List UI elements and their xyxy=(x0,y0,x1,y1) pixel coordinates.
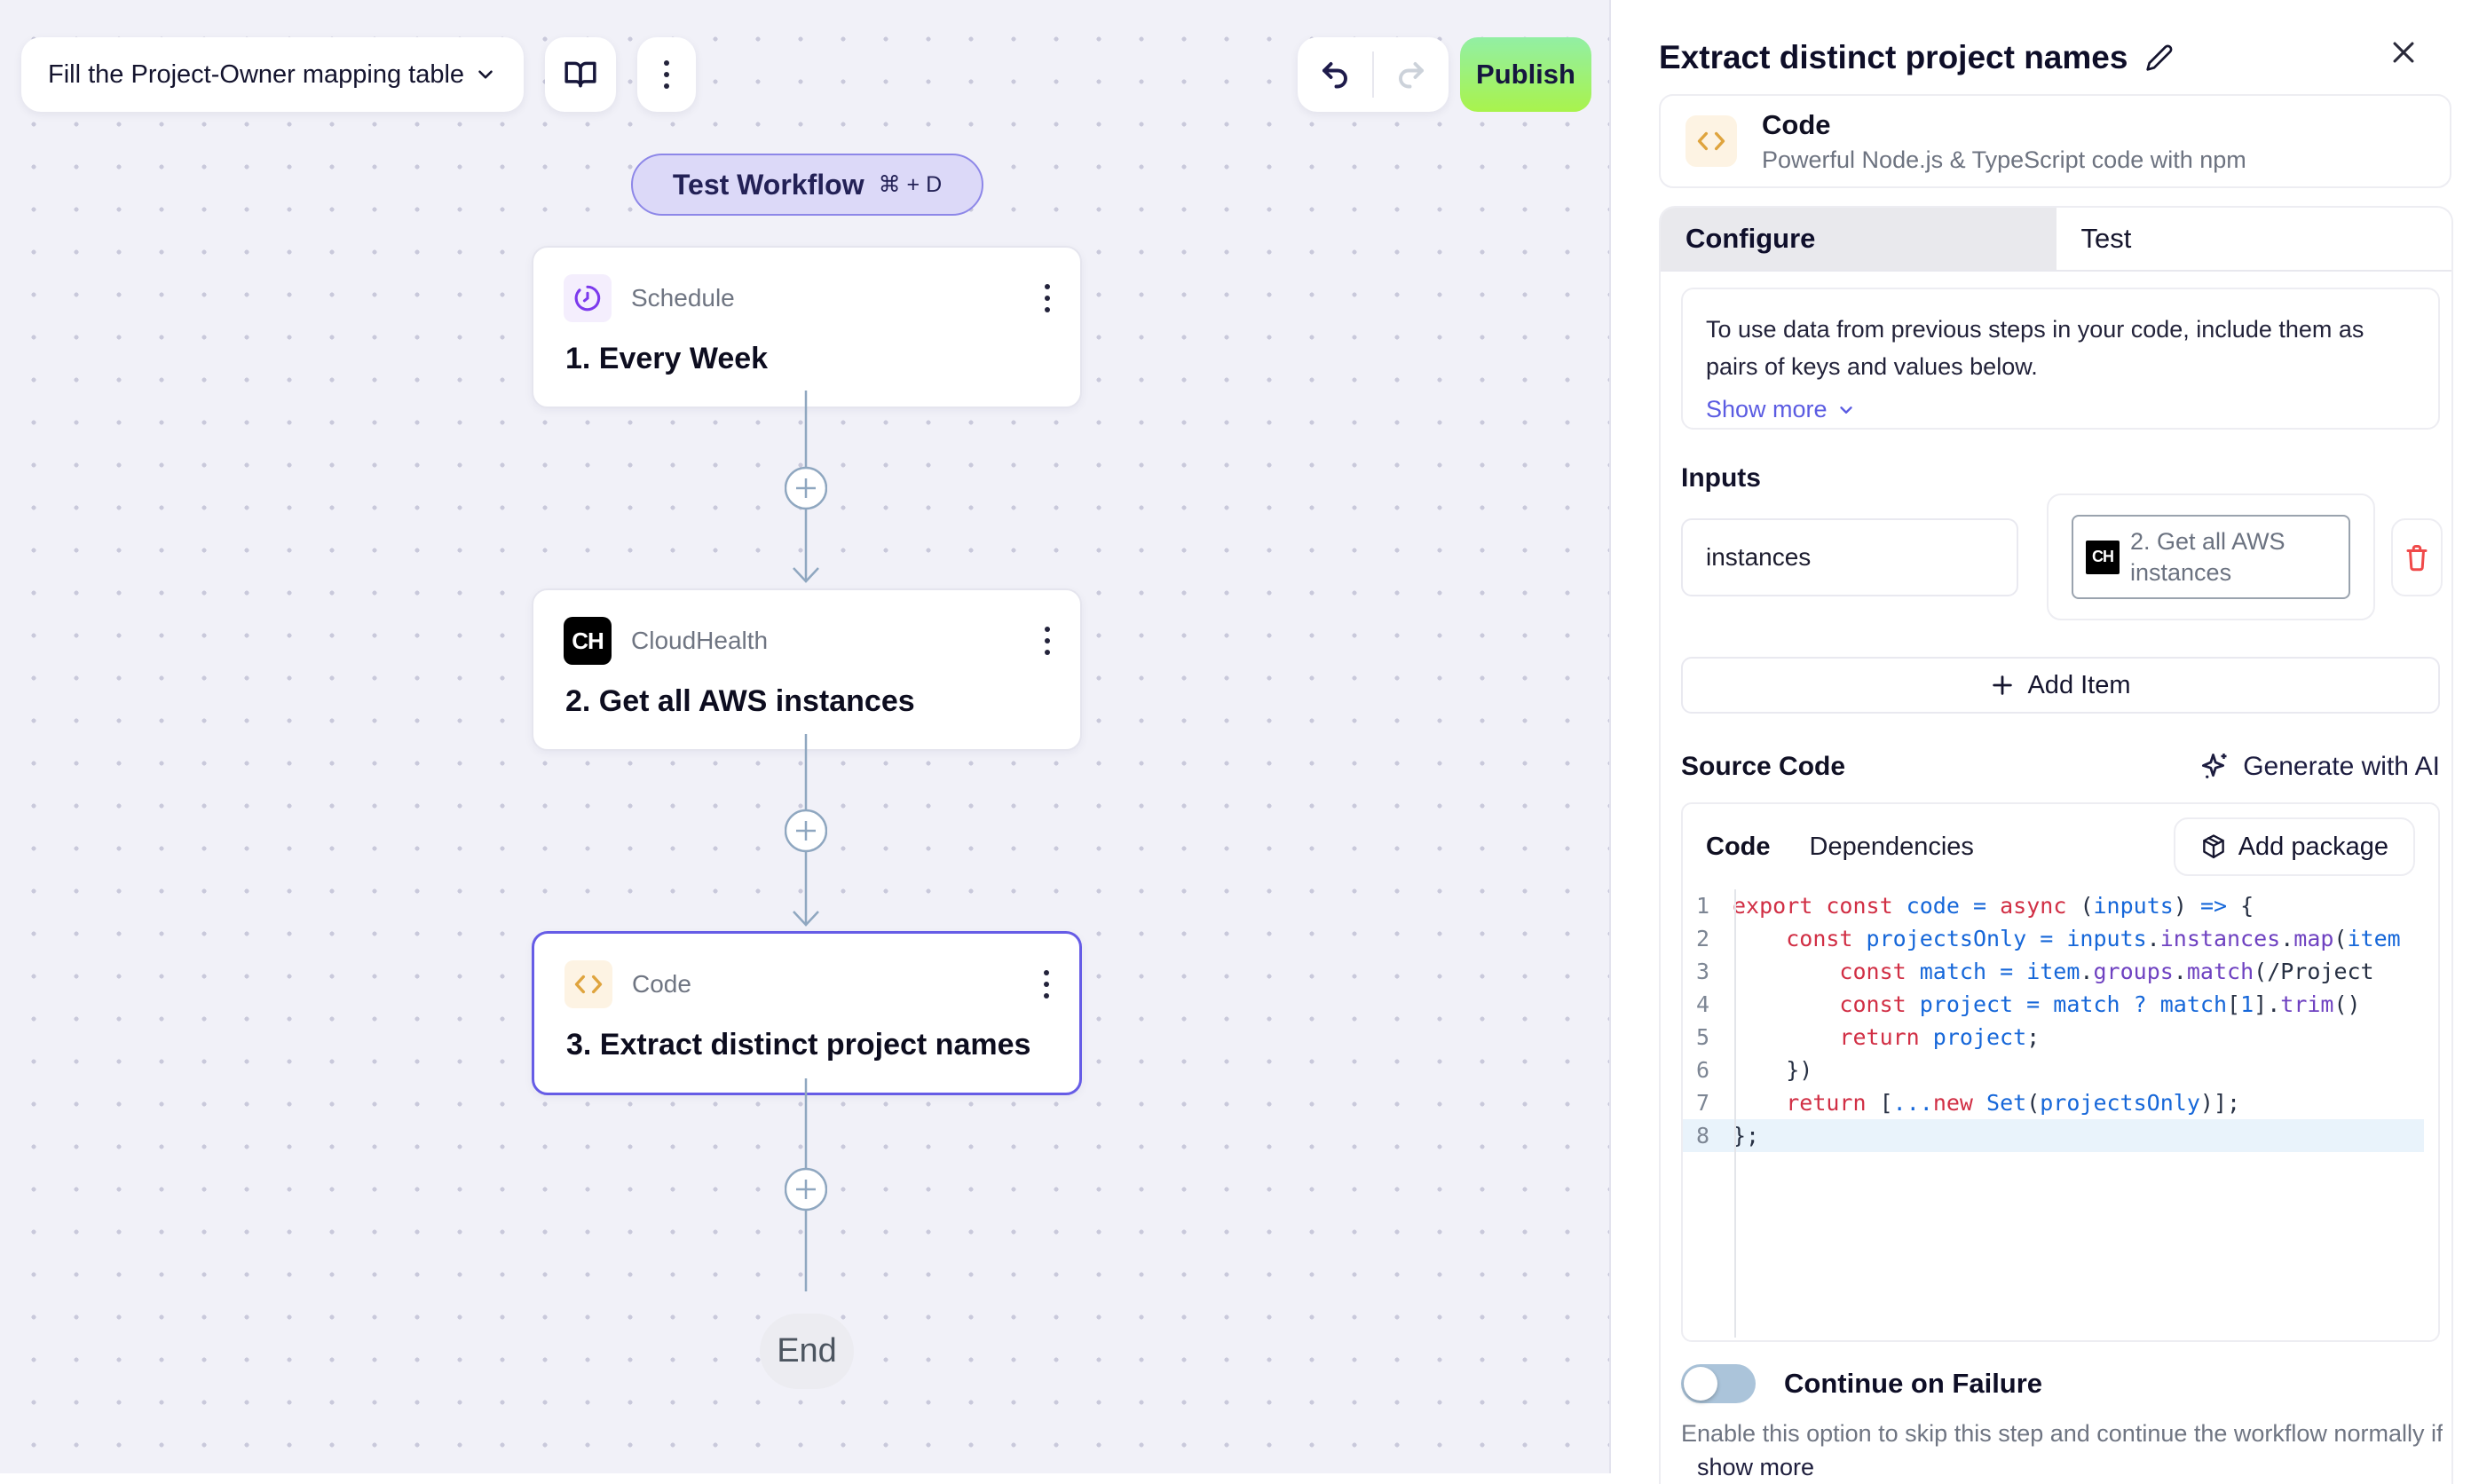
node-menu-button[interactable] xyxy=(1044,970,1049,999)
add-step-button[interactable] xyxy=(785,1167,827,1212)
library-button[interactable] xyxy=(545,37,616,112)
node-title: 2. Get all AWS instances xyxy=(565,684,915,718)
code-line[interactable]: 7 return [...new Set(projectsOnly)]; xyxy=(1695,1090,2241,1116)
workflow-menu-button[interactable] xyxy=(637,37,696,112)
step-type-card: Code Powerful Node.js & TypeScript code … xyxy=(1659,94,2451,188)
tab-test[interactable]: Test xyxy=(2080,223,2132,254)
workflow-selector-label: Fill the Project-Owner mapping table xyxy=(48,59,465,89)
step-type-name: Code xyxy=(1762,108,1831,140)
undo-button[interactable] xyxy=(1298,59,1372,91)
toggle-knob xyxy=(1684,1367,1717,1401)
book-open-icon xyxy=(564,61,596,88)
redo-button[interactable] xyxy=(1374,59,1449,91)
inputs-heading: Inputs xyxy=(1681,463,1761,493)
add-step-button[interactable] xyxy=(785,466,827,510)
gutter-divider xyxy=(1734,889,1736,1338)
node-app-label: CloudHealth xyxy=(631,627,769,654)
close-panel-button[interactable] xyxy=(2388,37,2419,67)
code-icon xyxy=(564,960,612,1008)
source-code-heading: Source Code xyxy=(1681,752,1846,781)
workflow-selector-dropdown[interactable]: Fill the Project-Owner mapping table xyxy=(21,37,524,112)
show-more-link[interactable]: Show more xyxy=(1706,396,2415,423)
plus-icon xyxy=(1993,675,2013,695)
kebab-icon xyxy=(664,60,669,89)
schedule-clock-icon xyxy=(564,274,612,322)
chevron-down-icon xyxy=(1839,406,1852,414)
step-config-panel: Extract distinct project names Code Powe… xyxy=(1609,0,2471,1484)
node-cloudhealth[interactable]: CH CloudHealth 2. Get all AWS instances xyxy=(532,588,1082,751)
test-workflow-button[interactable]: Test Workflow ⌘ + D xyxy=(631,154,983,216)
edit-title-button[interactable] xyxy=(2145,43,2174,72)
step-reference-chip[interactable]: CH 2. Get all AWS instances xyxy=(2072,515,2350,599)
info-text: To use data from previous steps in your … xyxy=(1706,316,2364,380)
node-menu-button[interactable] xyxy=(1045,627,1050,655)
continue-on-failure-toggle[interactable] xyxy=(1681,1364,1756,1403)
tab-configure[interactable]: Configure xyxy=(1661,208,2057,270)
undo-redo-group xyxy=(1298,37,1449,112)
input-key-field[interactable] xyxy=(1681,518,2018,596)
node-code[interactable]: Code 3. Extract distinct project names xyxy=(532,931,1082,1095)
node-menu-button[interactable] xyxy=(1045,284,1050,312)
trash-icon xyxy=(2406,545,2428,572)
end-node: End xyxy=(760,1314,854,1389)
node-title: 1. Every Week xyxy=(565,342,769,375)
package-icon xyxy=(2202,834,2224,859)
node-title: 3. Extract distinct project names xyxy=(566,1028,1031,1062)
publish-button[interactable]: Publish xyxy=(1460,37,1591,112)
undo-icon xyxy=(1322,62,1347,89)
info-box: To use data from previous steps in your … xyxy=(1681,288,2440,430)
connector xyxy=(785,391,827,583)
add-item-button[interactable]: Add Item xyxy=(1681,657,2440,714)
connector xyxy=(785,1078,827,1291)
generate-with-ai-button[interactable]: Generate with AI xyxy=(2199,751,2440,783)
configure-card: Configure Test To use data from previous… xyxy=(1659,206,2453,1484)
sparkle-icon xyxy=(2202,754,2227,778)
add-package-button[interactable]: Add package xyxy=(2173,817,2415,876)
close-icon xyxy=(2393,42,2414,63)
show-more-link[interactable]: show more xyxy=(1697,1454,1815,1480)
step-type-description: Powerful Node.js & TypeScript code with … xyxy=(1762,146,2246,173)
workflow-canvas[interactable]: Fill the Project-Owner mapping table Pub… xyxy=(0,0,1611,1473)
delete-input-button[interactable] xyxy=(2391,518,2443,596)
test-workflow-label: Test Workflow xyxy=(672,168,864,201)
node-app-label: Schedule xyxy=(631,284,735,312)
add-step-button[interactable] xyxy=(785,809,827,853)
continue-on-failure-label: Continue on Failure xyxy=(1784,1368,2043,1399)
panel-title: Extract distinct project names xyxy=(1659,39,2128,75)
chevron-down-icon xyxy=(478,70,493,79)
code-line[interactable]: 3 const match = item.groups.match(/Proje… xyxy=(1695,959,2374,984)
editor-tab-dependencies[interactable]: Dependencies xyxy=(1809,832,1974,861)
cloudhealth-icon: CH xyxy=(2086,540,2120,574)
continue-on-failure-description: Enable this option to skip this step and… xyxy=(1681,1420,2443,1447)
code-icon xyxy=(1685,115,1737,167)
test-workflow-shortcut: ⌘ + D xyxy=(878,172,943,197)
divider xyxy=(1372,51,1374,98)
code-line[interactable]: 8}; xyxy=(1683,1119,2438,1152)
node-app-label: Code xyxy=(632,970,691,998)
pencil-icon xyxy=(2146,44,2173,71)
code-line[interactable]: 4 const project = match ? match[1].trim(… xyxy=(1695,991,2361,1017)
code-line[interactable]: 5 return project; xyxy=(1695,1024,2041,1050)
node-schedule[interactable]: Schedule 1. Every Week xyxy=(532,246,1082,408)
connector xyxy=(785,734,827,927)
code-line[interactable]: 2 const projectsOnly = inputs.instances.… xyxy=(1695,926,2401,951)
chip-label: 2. Get all AWS instances xyxy=(2130,527,2285,586)
editor-tab-code[interactable]: Code xyxy=(1706,832,1771,861)
panel-tabbar: Configure Test xyxy=(1661,208,2451,272)
redo-icon xyxy=(1399,62,1424,89)
code-line[interactable]: 6 }) xyxy=(1695,1057,1813,1083)
input-value-field[interactable]: CH 2. Get all AWS instances xyxy=(2047,493,2375,620)
cloudhealth-icon: CH xyxy=(564,617,612,665)
